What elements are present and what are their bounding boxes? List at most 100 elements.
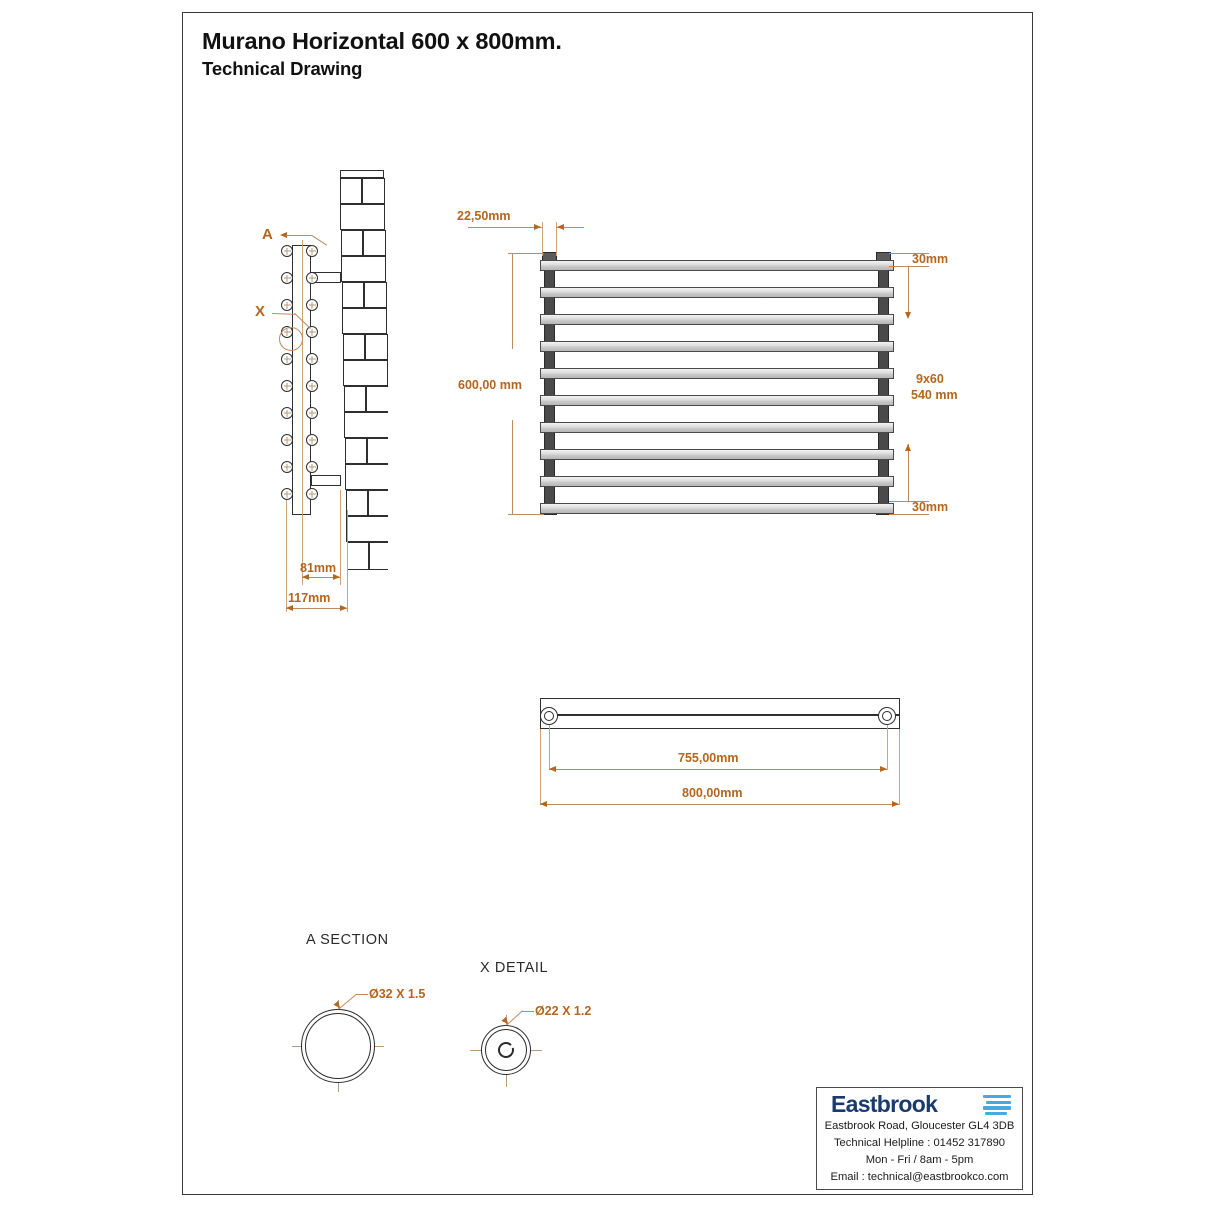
dim-2250-ext-right: [556, 222, 557, 256]
dim-755-ext-left: [549, 725, 550, 770]
rail-end-circle: [306, 299, 318, 311]
dim-30top-ext-a: [889, 253, 929, 254]
dim-800-ext-left: [540, 729, 541, 805]
heating-rail: [540, 341, 894, 352]
dim-30bot-text: 30mm: [912, 500, 949, 514]
detail-views: A SECTION Ø32 X 1.5 X DETAIL Ø22 X 1.2: [280, 920, 680, 1110]
heating-rail: [540, 449, 894, 460]
rail-end-circle: [281, 488, 293, 500]
callout-x-leader: [271, 313, 296, 315]
callout-a-leader-d: [311, 235, 328, 246]
callout-x-ring: [279, 327, 303, 351]
rail-end-circle: [281, 380, 293, 392]
company-hours: Mon - Fri / 8am - 5pm: [865, 1154, 974, 1166]
callout-x-label: X: [255, 303, 266, 320]
dim-755-line: [549, 769, 887, 770]
callout-a-leader-h: [286, 235, 312, 236]
rail-end-circle: [306, 488, 318, 500]
rail-end-circle: [306, 353, 318, 365]
rail-end-circle: [306, 461, 318, 473]
heating-rail: [540, 395, 894, 406]
dim-600-line-lower: [512, 420, 513, 515]
dim-117-text: 117mm: [288, 591, 331, 605]
heating-rail: [540, 368, 894, 379]
wall-hatch: [338, 170, 388, 570]
dim-pitch-arrow-upper: [904, 312, 911, 319]
plan-outline-bottom: [540, 715, 900, 729]
page-title: Murano Horizontal 600 x 800mm.: [202, 28, 562, 54]
rail-end-circle: [306, 326, 318, 338]
x-detail-dim-text: Ø22 X 1.2: [535, 1004, 592, 1018]
dim-2250-text: 22,50mm: [457, 209, 511, 223]
plan-outline-top: [540, 698, 900, 715]
dim-117-arrow-left: [286, 605, 293, 611]
dim-2250-arrow-right: [557, 224, 564, 230]
dim-117-ext-right: [347, 510, 348, 612]
x-detail-inner-circle: [485, 1029, 527, 1071]
dim-pitch-arrow-lower: [904, 444, 911, 451]
dim-800-line: [540, 804, 899, 805]
dim-81-line: [302, 577, 340, 578]
dim-800-ext-right: [899, 729, 900, 805]
rail-end-circle: [281, 434, 293, 446]
heating-rail: [540, 287, 894, 298]
dim-2250-ext-left: [542, 222, 543, 256]
dim-755-text: 755,00mm: [678, 751, 739, 765]
dim-pitch-line-upper: [908, 266, 909, 317]
brand-wordmark: Eastbrook: [831, 1091, 938, 1117]
rail-end-circle: [281, 353, 293, 365]
a-section-leader-h: [356, 994, 368, 995]
dim-755-arrow-left: [549, 766, 556, 772]
dim-81-arrow-right: [333, 574, 340, 580]
dim-30bot-ext-b: [889, 514, 929, 515]
heating-rail: [540, 503, 894, 514]
dim-81-arrow-left: [302, 574, 309, 580]
rail-end-circle: [281, 461, 293, 473]
heating-rail: [540, 314, 894, 325]
dim-30top-text: 30mm: [912, 252, 949, 266]
a-section-dim-text: Ø32 X 1.5: [369, 987, 426, 1001]
dim-600-text: 600,00 mm: [458, 378, 522, 392]
title-block: Eastbrook Eastbrook Road, Gloucester GL4…: [816, 1087, 1023, 1190]
dim-2250-arrow-left: [534, 224, 541, 230]
rail-end-circle: [281, 299, 293, 311]
x-detail-broken-ring-a: [498, 1042, 514, 1058]
front-elevation-view: 22,50mm 600,00 mm 30mm 9x60 540 mm 30mm: [457, 200, 980, 540]
dim-2250-line-left: [468, 227, 542, 228]
wall-bracket-bottom: [311, 475, 341, 486]
dim-600-line-upper: [512, 253, 513, 349]
heating-rail: [540, 476, 894, 487]
rail-end-circle: [281, 272, 293, 284]
dim-pitch-line-lower: [908, 444, 909, 501]
rail-end-circle: [281, 407, 293, 419]
rail-end-circle: [306, 380, 318, 392]
dim-2250-line-right: [556, 227, 584, 228]
rail-end-circle: [306, 245, 318, 257]
wave-logo-icon: [983, 1095, 1011, 1116]
dim-800-arrow-right: [892, 801, 899, 807]
rail-end-circle: [281, 245, 293, 257]
callout-a-label: A: [262, 226, 273, 243]
dim-600-ext-bottom: [508, 514, 544, 515]
company-address: Eastbrook Road, Gloucester GL4 3DB: [824, 1120, 1015, 1132]
heating-rail: [540, 260, 894, 271]
dim-81-text: 81mm: [300, 561, 337, 575]
dim-117-arrow-right: [340, 605, 347, 611]
dim-755-ext-right: [887, 725, 888, 770]
rail-end-circle: [306, 407, 318, 419]
dim-117-line: [286, 608, 347, 609]
dim-pitch-total-text: 540 mm: [911, 388, 958, 402]
rail-end-circle: [306, 434, 318, 446]
dim-755-arrow-right: [880, 766, 887, 772]
dim-81-ext-right: [340, 490, 341, 585]
x-detail-title: X DETAIL: [480, 960, 549, 976]
plan-view: 755,00mm 800,00mm: [520, 680, 940, 830]
a-section-inner-circle: [305, 1013, 371, 1079]
a-section-title: A SECTION: [306, 932, 389, 948]
page-subtitle: Technical Drawing: [202, 58, 363, 79]
callout-a-arrow: [280, 232, 287, 238]
dim-800-text: 800,00mm: [682, 786, 743, 800]
brand-logo: Eastbrook: [821, 1091, 1019, 1118]
drawing-border: [182, 12, 1033, 1195]
heating-rail: [540, 422, 894, 433]
